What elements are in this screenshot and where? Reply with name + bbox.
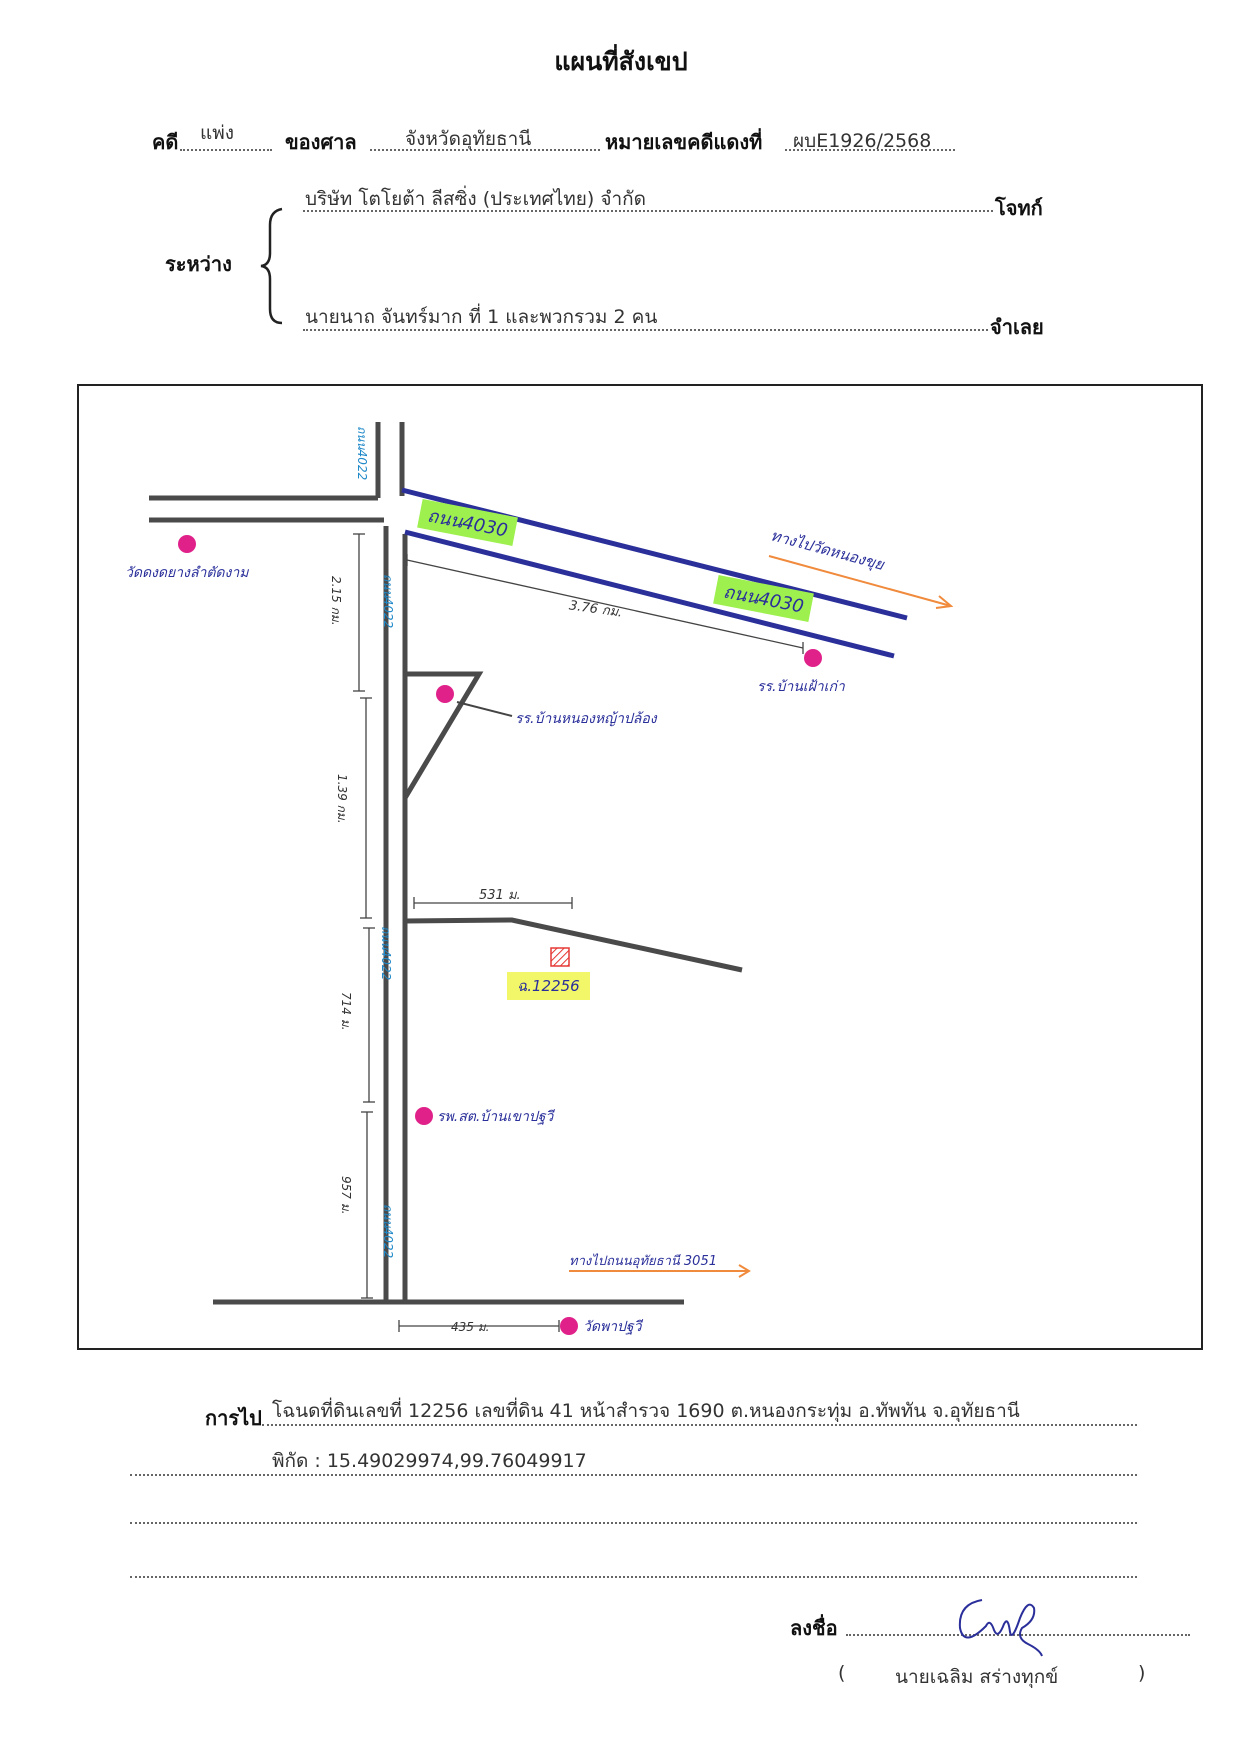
sign-label: ลงชื่อ [790,1616,838,1640]
road-to-plot [404,917,743,973]
temple-icon [178,535,196,553]
red-no-dotline [785,149,955,151]
road-label-4022-bottom: ถนน4022 [381,1204,395,1259]
school-nong-label: รร.บ้านหนองหญ้าปล้อง [515,711,657,727]
road-label-4022-low: ถนน4022 [379,926,393,981]
dist-531-label: 531 ม. [479,888,521,903]
wat-bottom-label: วัดพาปฐวี [583,1319,642,1335]
to-city-label: ทางไปถนนอุทัยธานี 3051 [569,1254,717,1269]
hospital-label: รพ.สต.บ้านเขาปฐวี [437,1109,554,1125]
dist-139-label: 1.39 กม. [335,774,349,824]
court-value: จังหวัดอุทัยธานี [405,128,532,150]
court-dotline [370,149,600,151]
arrow-to-wat [768,555,954,609]
wat-top-left-label: วัดดงดยางลำตัดงาม [125,565,249,581]
case-dotline [180,149,272,151]
sketch-map: ถนน4022 ถนน4030 ถนน4030 ทางไปวัดหนองขุย … [77,384,1203,1350]
blank-dotline-1 [130,1522,1137,1524]
road-branch-triangle [402,671,484,800]
coords-dotline [130,1474,1137,1476]
brace-icon [260,207,283,325]
blank-dotline-2 [130,1576,1137,1578]
paren-open: ( [838,1662,846,1684]
land-plot-label: ฉ.12256 [507,972,590,1000]
road-4022 [383,422,408,1302]
land-plot-icon [550,947,570,967]
page-title: แผนที่สังเขป [554,47,688,76]
signature-icon [958,1599,1043,1657]
paren-close: ) [1138,1662,1146,1684]
landmark-icons [178,535,822,1335]
defendant-dotline [303,329,988,331]
coords-value: พิกัด : 15.49029974,99.76049917 [272,1450,587,1472]
arrow-to-city [569,1264,751,1278]
directions-dotline [262,1424,1137,1426]
plaintiff-value: บริษัท โตโยต้า ลีสซิ่ง (ประเทศไทย) จำกัด [305,188,647,210]
temple-icon [560,1317,578,1335]
dist-435-label: 435 ม. [451,1320,490,1334]
road-top-left [149,422,384,523]
plaintiff-label: โจทก์ [995,196,1043,220]
distance-lines [353,533,804,1332]
red-no-label: หมายเลขคดีแดงที่ [605,130,763,154]
school-baan-fai-label: รร.บ้านเฝ้าเก่า [757,679,845,695]
sign-dotline [846,1634,1190,1636]
case-label: คดี [152,130,179,154]
signer-name: นายเฉลิม สร่างทุกข์ [895,1666,1059,1688]
hospital-icon [415,1107,433,1125]
school-icon [804,649,822,667]
map-drawing [149,422,954,1335]
between-label: ระหว่าง [165,252,232,276]
dist-215-label: 2.15 กม. [329,576,343,626]
dist-714-label: 714 ม. [339,992,353,1031]
red-no-value: ผบE1926/2568 [793,130,932,152]
court-label: ของศาล [285,130,357,154]
road-label-4022-top: ถนน4022 [355,426,369,481]
plaintiff-dotline [303,210,993,212]
case-value: แพ่ง [200,122,235,144]
school-icon [436,685,454,703]
road-label-4022-mid: ถนน4022 [381,574,395,629]
directions-value: โฉนดที่ดินเลขที่ 12256 เลขที่ดิน 41 หน้า… [272,1400,1020,1422]
directions-label: การไป [205,1406,262,1430]
dist-957-label: 957 ม. [339,1176,353,1215]
defendant-label: จำเลย [990,315,1044,339]
defendant-value: นายนาถ จันทร์มาก ที่ 1 และพวกรวม 2 คน [305,306,658,328]
